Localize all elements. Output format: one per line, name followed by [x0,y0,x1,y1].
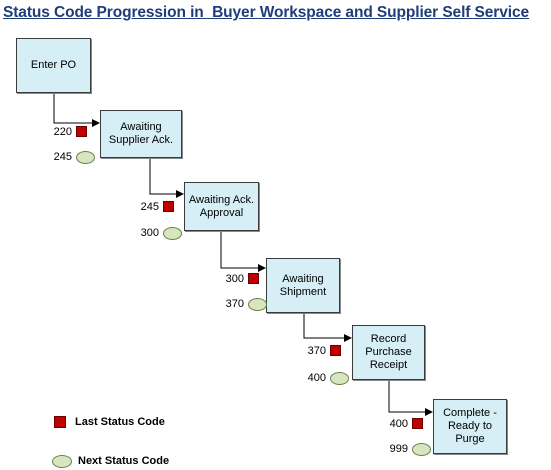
next-status-marker [76,151,95,164]
last-status-marker [248,273,259,284]
arrow-awaiting-ack-approval-to-awaiting-shipment [220,231,266,272]
last-status-marker [412,418,423,429]
next-status-marker [248,298,267,311]
next-status-code: 370 [225,298,244,310]
box-label: Awaiting Ack. Approval [188,193,255,219]
last-status-marker [76,126,87,137]
box-complete-ready-to-purge: Complete - Ready to Purge [433,399,507,454]
arrow-awaiting-supplier-ack-to-awaiting-ack-approval [149,158,184,198]
box-awaiting-ack-approval: Awaiting Ack. Approval [184,182,259,231]
box-label: Enter PO [30,59,77,71]
arrow-awaiting-shipment-to-record-purchase-receipt [303,313,352,342]
legend-last-status-label: Last Status Code [75,416,165,428]
page-title: Status Code Progression in Buyer Workspa… [3,4,530,21]
box-record-purchase-receipt: Record Purchase Receipt [352,325,425,380]
arrow-enter-po-to-awaiting-supplier-ack [53,93,100,127]
next-status-code: 999 [389,443,408,455]
last-status-code: 300 [225,273,244,285]
box-label: Complete - Ready to Purge [443,407,497,445]
box-awaiting-shipment: Awaiting Shipment [266,258,340,313]
legend-last-status-marker [54,416,66,428]
last-status-marker [163,201,174,212]
last-status-marker [330,345,341,356]
last-status-code: 370 [307,345,326,357]
next-status-marker [412,443,431,456]
last-status-code: 220 [53,126,72,138]
box-enter-po: Enter PO [16,38,91,93]
next-status-marker [330,372,349,385]
next-status-code: 400 [307,372,326,384]
next-status-marker [163,227,182,240]
legend-next-status-marker [52,455,72,468]
box-label: Record Purchase Receipt [365,333,412,371]
box-awaiting-supplier-ack: Awaiting Supplier Ack. [100,110,182,158]
box-label: Awaiting Supplier Ack. [108,121,174,146]
last-status-code: 400 [389,418,408,430]
last-status-code: 245 [140,201,159,213]
legend-next-status-label: Next Status Code [78,455,170,467]
next-status-code: 300 [140,227,159,239]
arrow-record-purchase-receipt-to-complete [388,380,433,416]
box-label: Awaiting Shipment [279,272,327,298]
next-status-code: 245 [53,151,72,163]
